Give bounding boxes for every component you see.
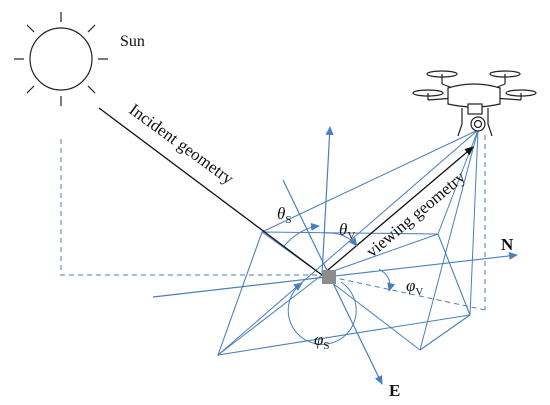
incident-geometry-label: Incident geometry — [126, 100, 238, 189]
phi-s-subscript: S — [323, 340, 329, 352]
phi-v-subscript: V — [415, 286, 423, 298]
phi-v-label: φV — [406, 276, 423, 298]
phi-v-arc — [378, 268, 396, 292]
theta-s-symbol: θ — [277, 204, 285, 223]
drone-icon — [412, 70, 537, 137]
incident-ray — [98, 107, 323, 276]
projection-lines — [60, 135, 486, 311]
footprint-edge — [419, 314, 471, 351]
zenith-axis — [321, 126, 334, 276]
east-label: E — [389, 381, 400, 400]
sun-label: Sun — [120, 33, 145, 50]
viewing-ray — [321, 146, 474, 276]
theta-v-arc — [323, 232, 358, 247]
theta-v-subscript: V — [347, 230, 355, 242]
sun-icon — [14, 12, 108, 106]
theta-v-label: θV — [339, 220, 355, 242]
theta-v-symbol: θ — [339, 220, 347, 239]
phi-s-symbol: φ — [314, 330, 323, 349]
phi-s-arc — [287, 281, 357, 345]
theta-s-subscript: S — [285, 214, 291, 226]
viewing-geometry-label: viewing geometry — [362, 167, 469, 261]
phi-s-label: φS — [314, 330, 330, 352]
phi-v-symbol: φ — [406, 276, 415, 295]
theta-s-arc — [283, 222, 320, 247]
theta-s-label: θS — [277, 204, 291, 226]
target-rays — [217, 231, 439, 356]
north-label: N — [501, 235, 514, 254]
target-point — [322, 270, 336, 284]
camera-rays — [217, 129, 479, 356]
